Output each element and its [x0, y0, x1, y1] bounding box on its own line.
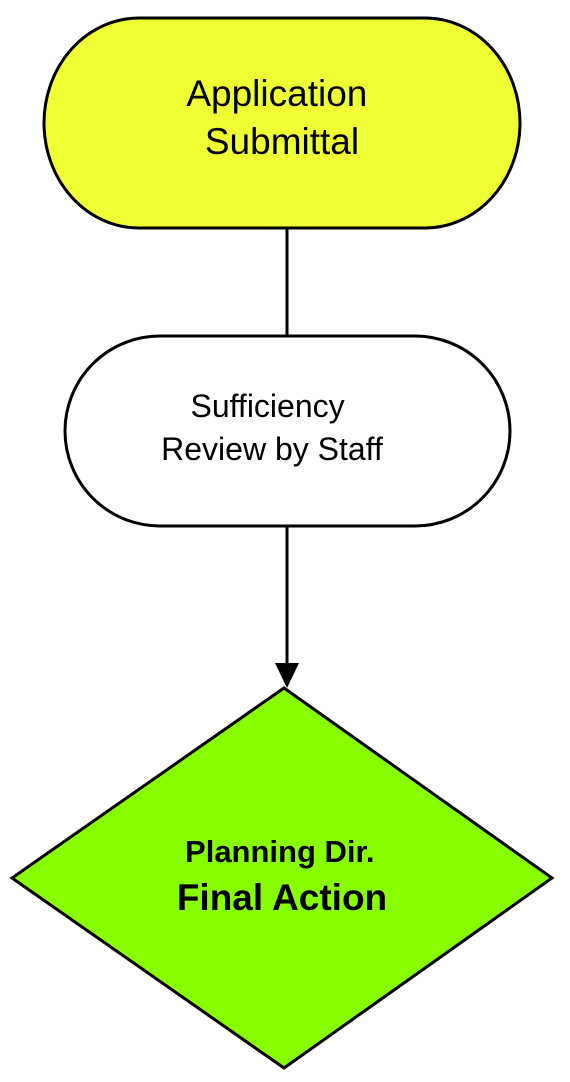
arrowhead-icon [275, 663, 299, 688]
node-application-submittal-line-2: Submittal [205, 121, 359, 162]
node-sufficiency-review-shape [63, 334, 512, 528]
node-application-submittal: Application Submittal [42, 16, 522, 230]
node-final-action: Planning Dir. Final Action [9, 686, 555, 1070]
svg-text:Application Submittal: Application Submittal [186, 73, 377, 162]
node-sufficiency-review: Sufficiency Review by Staff [63, 334, 512, 528]
node-sufficiency-review-line-2: Review by Staff [161, 431, 383, 467]
node-final-action-line-2: Final Action [177, 877, 387, 918]
node-final-action-shape [9, 686, 555, 1070]
node-sufficiency-review-line-1: Sufficiency [190, 388, 344, 424]
node-final-action-line-1: Planning Dir. [185, 834, 374, 869]
svg-text:Planning Dir. Final Acti: Planning Dir. Final Action [177, 834, 387, 918]
svg-text:Sufficiency Review by St: Sufficiency Review by Staff [161, 388, 383, 467]
node-application-submittal-shape [42, 16, 522, 230]
node-application-submittal-line-1: Application [186, 73, 367, 114]
